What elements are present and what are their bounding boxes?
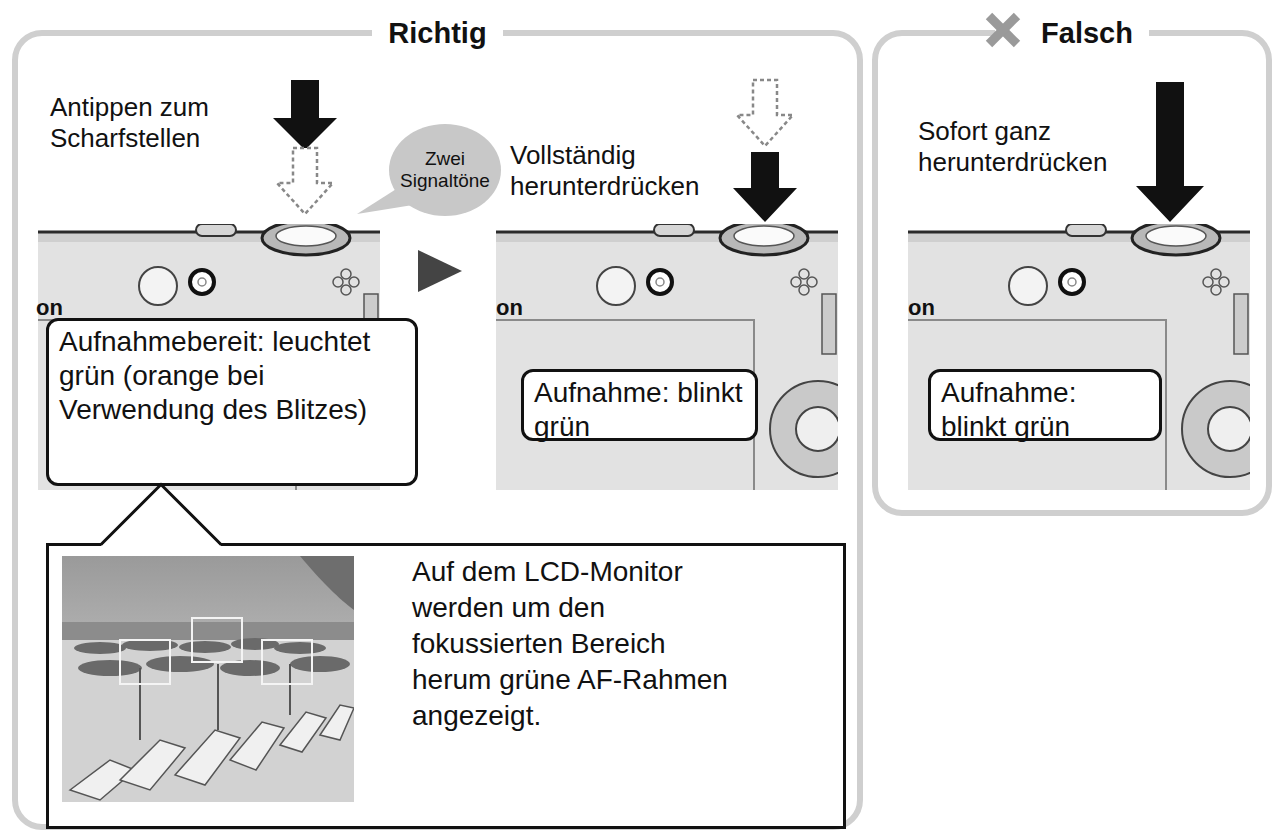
box-text: Aufnahmebereit: leuchtet grün (orange be… <box>59 325 405 427</box>
press-arrow <box>1136 82 1204 222</box>
wrong-panel: FalschAufnahme: blinkt grün <box>872 30 1272 516</box>
callout-box: Aufnahme: blinkt grün <box>928 369 1162 441</box>
panel-title: Richtig <box>18 16 857 50</box>
camera-top <box>908 221 1278 490</box>
brand-logo-text: on <box>496 296 536 320</box>
camera-top <box>496 221 866 490</box>
panel-title-text: Falsch <box>995 17 1149 49</box>
instruction-label: Vollständig herunterdrücken <box>510 140 745 202</box>
bubble-outline <box>389 124 501 216</box>
callout-box: Aufnahmebereit: leuchtet grün (orange be… <box>46 318 418 486</box>
box-text: Aufnahme: blinkt grün <box>941 376 1149 444</box>
instruction-label: Antippen zum Scharfstellen <box>50 92 260 154</box>
box-text: Aufnahme: blinkt grün <box>534 376 745 444</box>
panel-title-text: Richtig <box>372 17 502 49</box>
pointer-fill <box>101 485 221 547</box>
instruction-label: Sofort ganz herunterdrücken <box>918 116 1153 178</box>
brand-logo-text: on <box>36 296 76 320</box>
half-press-arrow <box>737 80 793 146</box>
brand-logo-text: on <box>908 296 948 320</box>
callout-box: Aufnahme: blinkt grün <box>521 369 758 441</box>
callout-pointer <box>101 485 221 547</box>
bubble-text: Zwei Signaltöne <box>400 148 490 192</box>
speech-bubble: Zwei Signaltöne <box>389 124 501 216</box>
box-text: Auf dem LCD-Monitor werden um den fokuss… <box>412 554 752 734</box>
panel-title: Falsch <box>878 16 1266 50</box>
press-arrow <box>733 152 797 222</box>
lcd-note-box: Auf dem LCD-Monitor werden um den fokuss… <box>46 543 846 829</box>
pointer-line <box>101 485 221 545</box>
half-press-arrow <box>277 148 333 214</box>
press-arrow <box>273 80 337 150</box>
step-arrow <box>418 250 462 292</box>
